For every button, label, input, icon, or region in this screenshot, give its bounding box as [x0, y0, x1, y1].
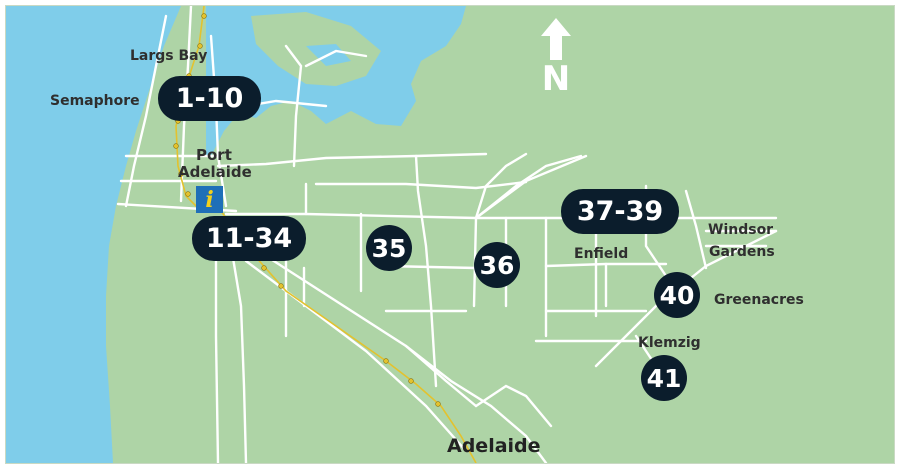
- marker-11-34[interactable]: 11-34: [192, 216, 306, 261]
- place-label-windsor: Windsor: [708, 222, 774, 238]
- map-base: [6, 6, 894, 463]
- marker-1-10[interactable]: 1-10: [158, 76, 261, 121]
- place-label-adelaide-port: Adelaide: [178, 163, 252, 181]
- north-arrow-icon: N: [538, 18, 574, 98]
- marker-36[interactable]: 36: [474, 242, 520, 288]
- place-label-enfield: Enfield: [574, 246, 629, 262]
- marker-40[interactable]: 40: [654, 272, 700, 318]
- place-label-gardens: Gardens: [709, 244, 775, 260]
- place-label-adelaide: Adelaide: [447, 435, 541, 457]
- map[interactable]: N Largs Bay Semaphore Port Adelaide Enfi…: [5, 5, 895, 464]
- place-label-largs-bay: Largs Bay: [130, 48, 208, 64]
- land-area: [6, 6, 894, 463]
- arrow-up-icon: [541, 18, 571, 60]
- place-label-semaphore: Semaphore: [50, 93, 140, 109]
- visitor-information-icon[interactable]: i: [196, 186, 223, 213]
- marker-41[interactable]: 41: [641, 355, 687, 401]
- marker-35[interactable]: 35: [366, 225, 412, 271]
- place-label-port: Port: [196, 146, 232, 164]
- place-label-klemzig: Klemzig: [638, 335, 701, 351]
- marker-37-39[interactable]: 37-39: [561, 189, 679, 234]
- sea: [6, 6, 181, 463]
- info-glyph: i: [205, 186, 214, 213]
- north-label: N: [541, 59, 571, 99]
- rail-stations: [173, 13, 441, 407]
- place-label-greenacres: Greenacres: [714, 292, 804, 308]
